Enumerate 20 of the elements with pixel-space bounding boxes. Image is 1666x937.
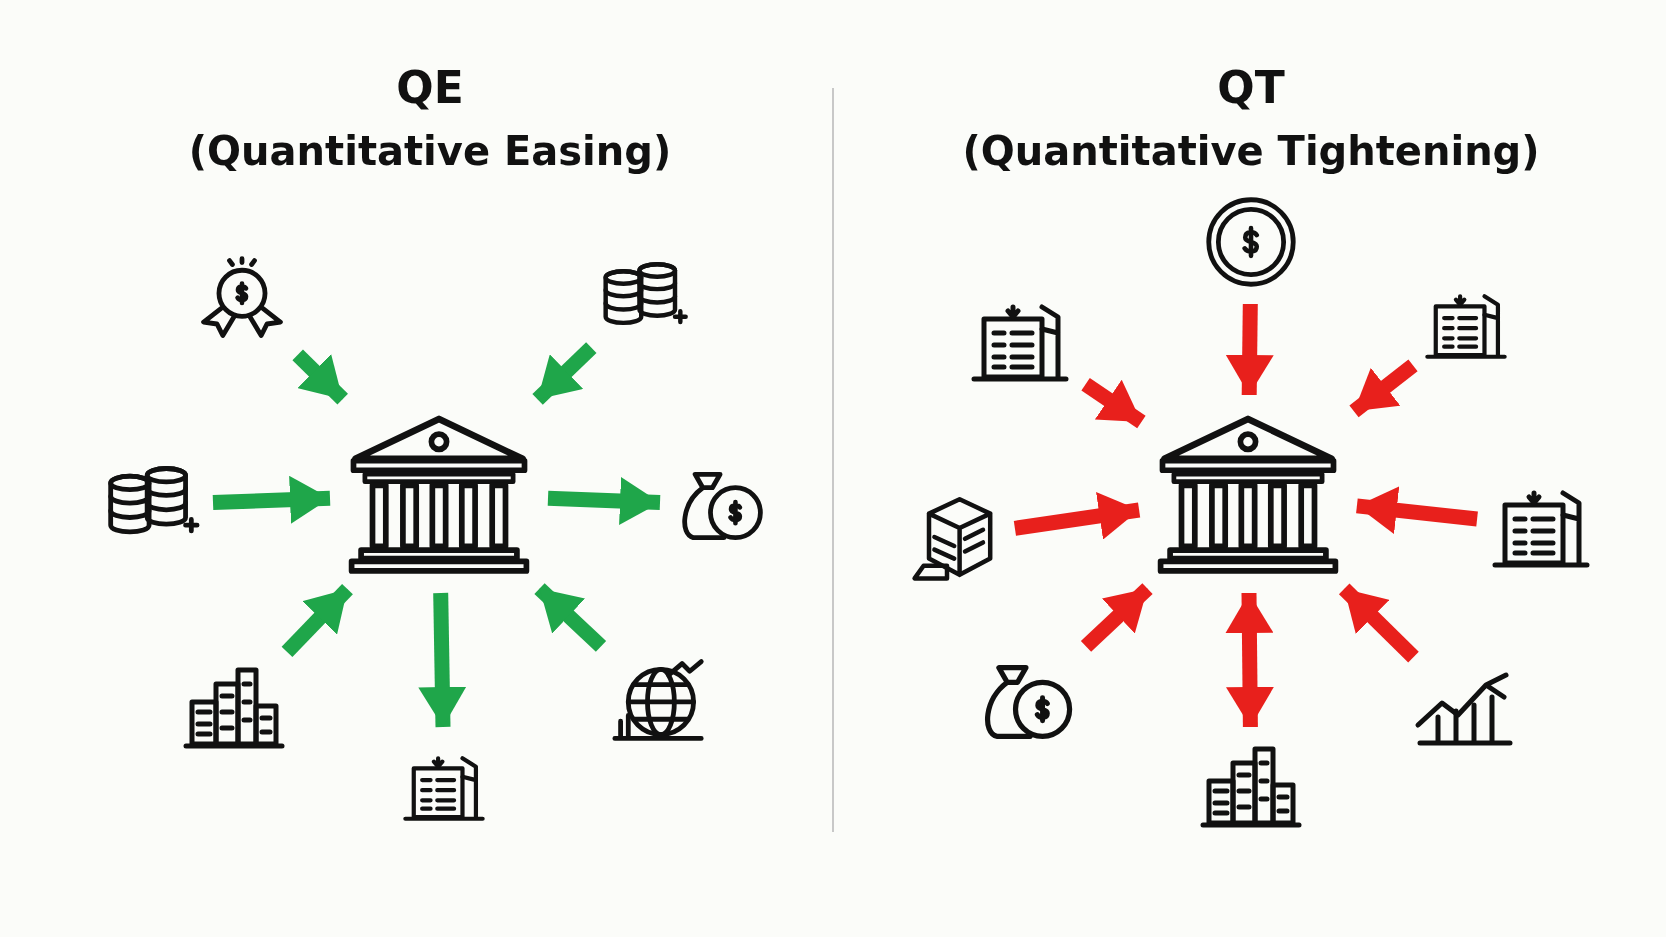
arrow [1225, 303, 1274, 396]
double-arrow [1225, 592, 1274, 728]
arrow [292, 349, 348, 405]
arrow [1080, 583, 1153, 652]
arrow [1356, 486, 1478, 535]
panel-title: QE [396, 62, 464, 113]
panel-subtitle: (Quantitative Tightening) [962, 128, 1540, 174]
arrow [534, 583, 607, 652]
dollar-coin-icon [1203, 194, 1299, 290]
arrow [418, 592, 467, 728]
arrow [212, 475, 331, 524]
panel-subtitle: (Quantitative Easing) [188, 128, 672, 174]
panel-title: QT [1217, 62, 1285, 113]
arrow [1013, 492, 1141, 540]
arrow [547, 477, 661, 525]
arrow [281, 583, 353, 658]
arrow [1081, 378, 1146, 429]
arrow [532, 342, 597, 405]
arrow [1349, 359, 1418, 418]
arrow [1338, 583, 1419, 663]
